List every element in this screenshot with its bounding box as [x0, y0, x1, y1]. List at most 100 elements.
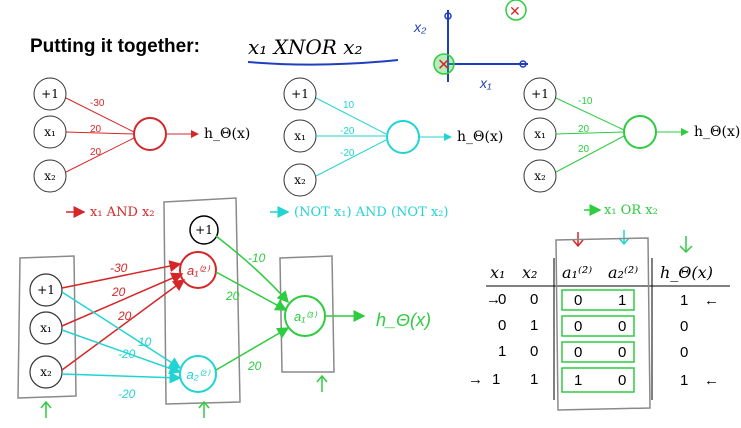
up-arrow-hidden: [198, 400, 210, 418]
edge-x1: [65, 131, 135, 135]
corner-cross: ✕: [509, 4, 521, 20]
cell-a1: 0: [574, 292, 582, 309]
hidden-node-a1-label: a₁⁽²⁾: [187, 263, 211, 278]
edge-bias: [555, 97, 625, 131]
cell-a2: 1: [618, 292, 626, 309]
edge-bias: [315, 97, 387, 135]
combined-network: +1 x₁ x₂ +1 a₁⁽²⁾ a₂⁽²⁾ -30 20 20 10 -20…: [17, 197, 431, 418]
input-node-bias: [523, 77, 557, 111]
weight-x1: 20: [90, 124, 102, 135]
layer-box-hidden: [163, 197, 241, 405]
row-highlight: [561, 367, 635, 393]
cell-a1: 1: [574, 372, 582, 389]
edge-x2: [65, 137, 135, 173]
edge-green-bias: [215, 235, 289, 304]
network-or: +1 x₁ x₂ -10 20 20 h_Θ(x) x₁ OR x₂: [523, 77, 740, 218]
weight-red-bias: -30: [110, 261, 128, 275]
input-node-bias-label: +1: [41, 87, 59, 101]
col-header-h: h_Θ(x): [660, 263, 713, 282]
edge-red-x2: [61, 279, 186, 371]
weight-x1: -20: [340, 126, 355, 137]
row-marker-right: ←: [704, 292, 719, 309]
input-node-bias: [29, 273, 63, 307]
output-label: h_Θ(x): [457, 129, 503, 145]
output-label: h_Θ(x): [204, 126, 250, 142]
col-header-x1: x₁: [490, 263, 505, 282]
cell-a1: 0: [574, 344, 582, 361]
input-node-bias: [33, 77, 67, 111]
row-highlight: [561, 289, 635, 311]
input-node-x2-label: x₂: [534, 169, 546, 183]
combined-output-label: h_Θ(x): [376, 310, 431, 330]
output-neuron: [133, 117, 167, 151]
cell-x2: 0: [530, 343, 538, 360]
title-underline: [247, 59, 399, 66]
input-node-bias-label: +1: [291, 87, 309, 101]
table-row-2: 1 0 0 0 0: [498, 341, 688, 363]
weight-cyan-x2: -20: [118, 387, 136, 401]
network-and: +1 x₁ x₂ -30 20 20 h_Θ(x) x₁ AND x₂: [33, 77, 250, 220]
cell-a2: 0: [618, 372, 626, 389]
weight-cyan-bias: 10: [138, 335, 152, 349]
up-arrow-output: [316, 374, 328, 392]
input-node-x2-label: x₂: [44, 169, 56, 183]
input-node-x2-label: x₂: [40, 365, 52, 379]
weight-x2: -20: [340, 148, 355, 159]
input-node-x2: [283, 163, 317, 197]
hidden-bias-label: +1: [195, 223, 213, 237]
axis-x-label: x₁: [479, 75, 492, 91]
axis-point-right: [519, 60, 527, 68]
weight-green-a1: 20: [225, 289, 240, 303]
output-neuron: [386, 120, 420, 154]
axis-y-label: x₂: [413, 19, 427, 35]
origin-marker: [433, 53, 455, 75]
input-node-x1-label: x₁: [44, 125, 56, 139]
input-node-x1-label: x₁: [534, 127, 546, 141]
input-node-x2-label: x₂: [294, 173, 306, 187]
axis-point-top: [444, 12, 452, 20]
col-header-a1: a₁⁽²⁾: [562, 263, 592, 282]
input-node-bias-label: +1: [37, 283, 55, 297]
input-node-x1: [29, 311, 63, 345]
input-node-x2: [33, 159, 67, 193]
col-header-a2: a₂⁽²⁾: [608, 263, 638, 282]
cell-x2: 1: [530, 371, 538, 388]
weight-x2: 20: [578, 144, 590, 155]
table-row-1: 0 1 0 0 0: [498, 315, 688, 337]
row-highlight: [561, 341, 635, 363]
weight-red-x2: 20: [117, 309, 132, 323]
edge-red-x1: [61, 272, 184, 327]
edge-x2: [555, 135, 625, 173]
edge-x2: [315, 139, 387, 177]
edge-bias: [65, 97, 135, 133]
row-marker: →: [468, 371, 483, 388]
weight-x2: 20: [90, 147, 102, 158]
weight-bias: -10: [578, 96, 593, 107]
edge-cyan-x2: [61, 371, 182, 384]
slide-title-prefix: Putting it together:: [30, 36, 200, 57]
edge-green-a1: [215, 271, 288, 311]
input-node-x2: [29, 355, 63, 389]
cell-x2: 1: [530, 317, 538, 334]
caption-or: x₁ OR x₂: [604, 203, 658, 218]
cell-h: 0: [680, 344, 688, 361]
caption-not-and-not: (NOT x₁) AND (NOT x₂): [294, 205, 449, 220]
caption-and: x₁ AND x₂: [90, 205, 155, 220]
output-label: h_Θ(x): [694, 124, 740, 140]
edge-green-a2: [215, 327, 290, 371]
weight-x1: 20: [578, 124, 590, 135]
edge-cyan-bias: [61, 291, 182, 369]
cell-x1: 1: [492, 371, 500, 388]
slide-title-formula: x₁ XNOR x₂: [248, 35, 363, 59]
cell-a2: 0: [618, 344, 626, 361]
cell-x1: 0: [498, 317, 506, 334]
cell-h: 1: [680, 292, 688, 309]
truth-table: x₁ x₂ a₁⁽²⁾ a₂⁽²⁾ h_Θ(x) → 0 0 0 1 1 ← 0…: [468, 230, 730, 411]
edge-cyan-x1: [61, 329, 182, 375]
cell-x2: 0: [530, 291, 538, 308]
arrow-col-h: [679, 236, 693, 254]
cell-x1: 0: [498, 291, 506, 308]
col-header-x2: x₂: [522, 263, 537, 282]
weight-bias: -30: [90, 98, 105, 109]
cell-x1: 1: [498, 343, 506, 360]
